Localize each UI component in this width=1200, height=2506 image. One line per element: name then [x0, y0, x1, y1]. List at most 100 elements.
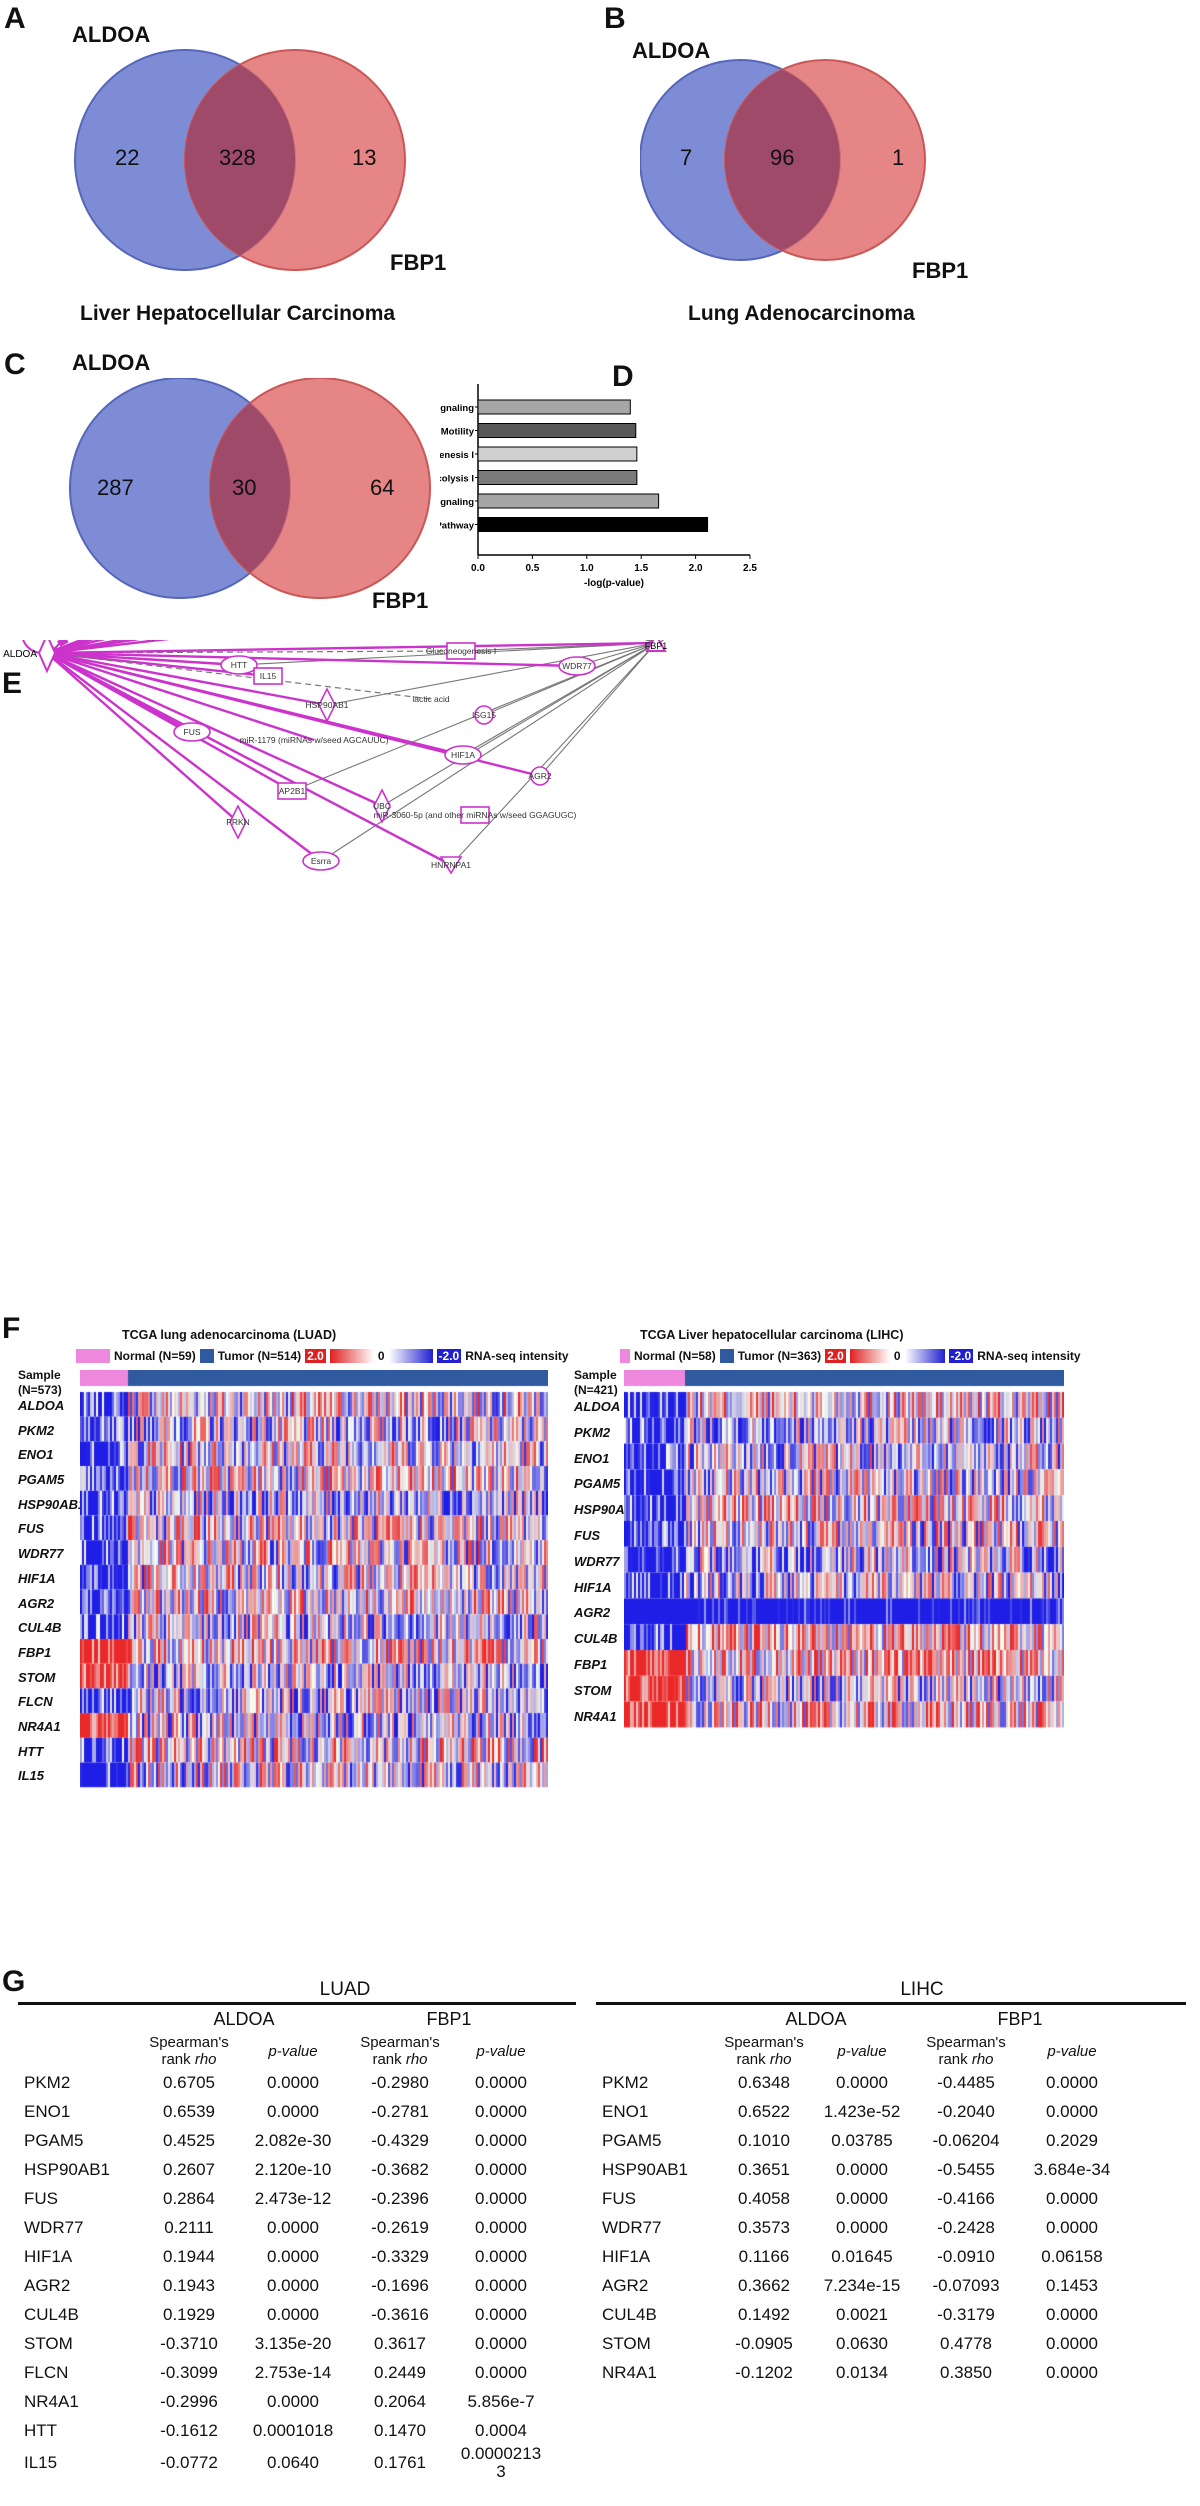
table-cell: 0.1761: [374, 2453, 426, 2472]
table-cell: -0.3616: [371, 2304, 429, 2324]
table-cell: 0.2607: [163, 2159, 215, 2179]
venn-b-right-label: FBP1: [912, 258, 969, 283]
table-cell: 0.0000: [475, 2159, 527, 2179]
table-cell: 5.856e-7: [467, 2391, 535, 2411]
table-cell: NR4A1: [24, 2391, 79, 2411]
table-cell: HSP90AB1: [24, 2159, 110, 2179]
table-cell: 0.0000: [267, 2275, 319, 2295]
heatmap-luad: [80, 1370, 548, 1790]
table-cell: 2.120e-10: [254, 2159, 332, 2179]
heatmap-luad-legend: Normal (N=59) Tumor (N=514) 2.0 0 -2.0 R…: [76, 1349, 569, 1363]
venn-c-right-only: 64: [370, 475, 395, 500]
table-cell: -0.3329: [371, 2246, 429, 2266]
edge-aldoa: [46, 651, 452, 867]
table-cell: -0.07093: [932, 2275, 1000, 2295]
table-cell: PGAM5: [602, 2130, 662, 2150]
table-cell: 0.2029: [1046, 2130, 1098, 2150]
table-cell: 0.0000: [475, 2217, 527, 2237]
table-cell: HIF1A: [24, 2246, 73, 2266]
table-cell: AGR2: [24, 2275, 71, 2295]
venn-diagram-c: [69, 378, 431, 599]
x-tick-label: 0.0: [471, 563, 485, 574]
table-cell: FUS: [24, 2188, 58, 2208]
normal-swatch: [620, 1349, 630, 1363]
table-cell: -0.3179: [937, 2304, 995, 2324]
gene-label: PGAM5: [574, 1476, 621, 1492]
table-cell: 0.4525: [163, 2130, 215, 2150]
table-cell: 0.1010: [738, 2130, 790, 2150]
table-cell: [18, 2034, 140, 2068]
blue-gradient: [388, 1349, 433, 1363]
table-cell: p-value: [476, 2042, 526, 2060]
node-label: FUS: [184, 727, 201, 737]
table-cell: FLCN: [24, 2362, 69, 2382]
x-tick-label: 0.5: [525, 563, 539, 574]
legend-text: RNA-seq intensity: [977, 1349, 1081, 1363]
edge-aldoa-gray: [46, 650, 462, 654]
gene-label: ALDOA: [18, 1398, 65, 1413]
venn-c-right-label: FBP1: [372, 588, 429, 613]
gene-label: CUL4B: [574, 1631, 618, 1647]
gene-label: FUS: [574, 1527, 600, 1543]
category-label: Glycolysis I: [440, 474, 474, 485]
table-cell: 0.3651: [738, 2159, 790, 2179]
table-cell: -0.4485: [937, 2072, 995, 2092]
legend-zero: 0: [893, 1349, 901, 1363]
table-cell: ALDOA: [718, 2004, 914, 2034]
network-node: miR-3060-5p (and other miRNAs w/seed GGA…: [374, 806, 576, 824]
x-axis-title: -log(p-value): [584, 578, 644, 589]
network-node: AGR2: [528, 766, 552, 786]
table-cell: STOM: [602, 2333, 651, 2353]
gene-label: ENO1: [574, 1450, 610, 1466]
table-cell: 0.0000: [475, 2304, 527, 2324]
table-cell: AGR2: [602, 2275, 649, 2295]
heatmap-luad-title: TCGA lung adenocarcinoma (LUAD): [122, 1328, 337, 1342]
table-cell: 0.0000: [475, 2275, 527, 2295]
table-cell: 0.4778: [940, 2333, 992, 2353]
venn-a-right-label: FBP1: [390, 250, 447, 275]
table-cell: 3.135e-20: [254, 2333, 332, 2353]
gene-label: HTT: [18, 1743, 44, 1759]
table-cell: 0.06158: [1041, 2246, 1103, 2266]
gene-label: HSP90AB1: [18, 1496, 86, 1512]
x-tick-label: 2.0: [689, 563, 703, 574]
edge-fbp1: [539, 642, 657, 777]
venn-diagram-a: [74, 49, 406, 271]
aldoa-node: [37, 640, 57, 674]
blue-gradient: [904, 1349, 945, 1363]
table-cell: ALDOA: [140, 2004, 348, 2034]
table-cell: 0.0000: [1046, 2333, 1098, 2353]
node-label: lactic acid: [412, 694, 450, 704]
table-cell: -0.2040: [937, 2101, 995, 2121]
pathway-bar-chart: Huntington's Disease SignalingSperm Moti…: [440, 384, 757, 589]
gene-label: HIF1A: [18, 1570, 56, 1586]
node-label: HSP90AB1: [306, 700, 349, 710]
heatmap-lihc-title: TCGA Liver hepatocellular carcinoma (LIH…: [640, 1328, 904, 1342]
edge-aldoa-fbp1: [46, 641, 657, 655]
node-label: HTT: [231, 660, 248, 670]
table-cell: 0.0630: [836, 2333, 888, 2353]
legend-hi: 2.0: [825, 1349, 846, 1363]
table-cell: -0.2619: [371, 2217, 429, 2237]
table-cell: -0.2428: [937, 2217, 995, 2237]
venn-overlap: [725, 69, 840, 251]
panel-letter-a: A: [4, 2, 26, 35]
table-cell: -0.4329: [371, 2130, 429, 2150]
network-node: HTT: [220, 655, 258, 675]
table-cell: 0.0000: [267, 2072, 319, 2092]
table-cell: 0.0001018: [252, 2420, 334, 2440]
table-cell: 0.01645: [831, 2246, 893, 2266]
network-node: WDR77: [558, 656, 596, 676]
table-cell: PKM2: [24, 2072, 71, 2092]
table-cell: 2.082e-30: [254, 2130, 332, 2150]
